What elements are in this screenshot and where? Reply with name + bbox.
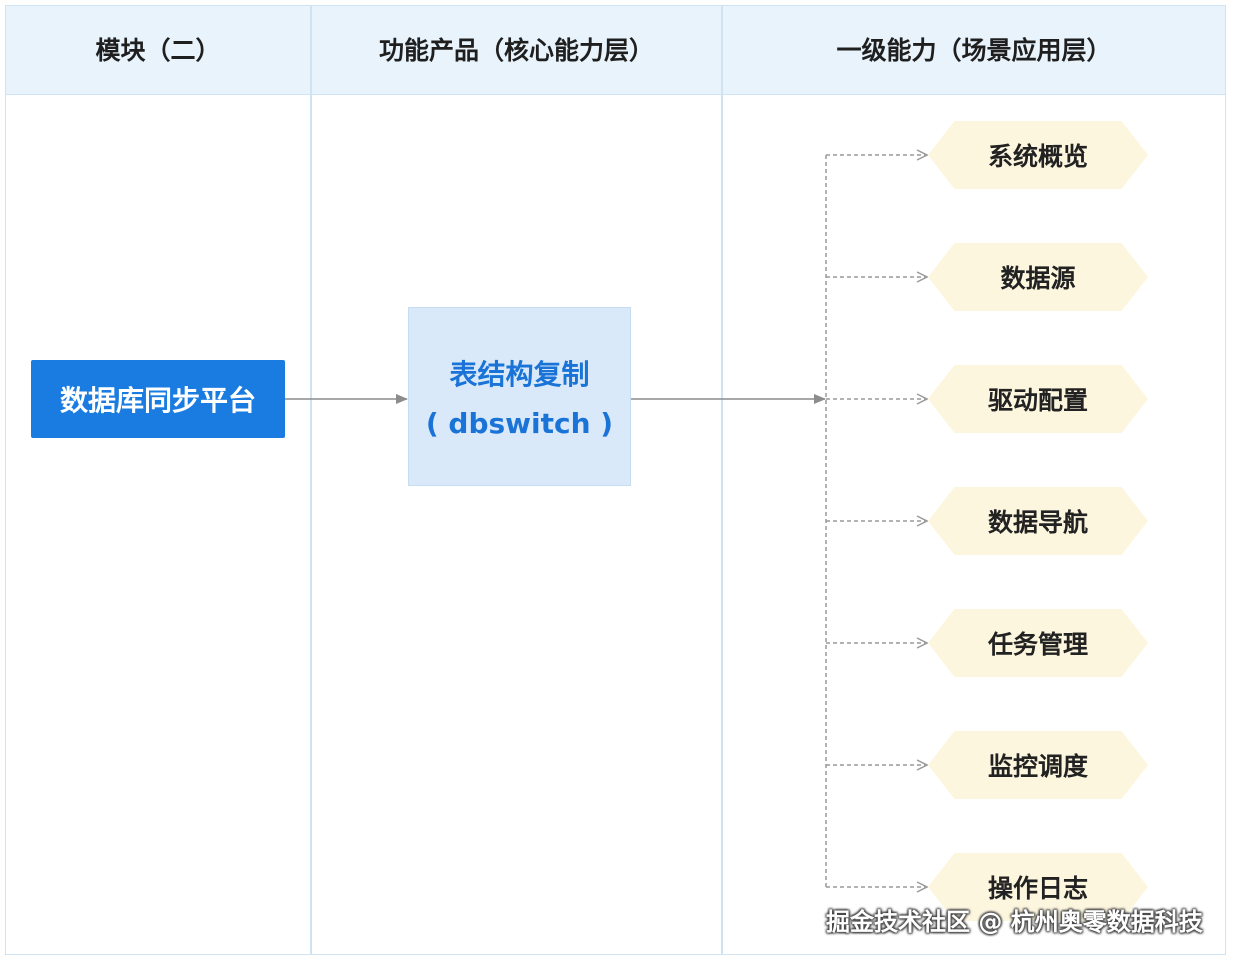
- header-capability: 一级能力（场景应用层）: [836, 36, 1112, 65]
- watermark: 掘金技术社区 @ 杭州奥零数据科技: [826, 908, 1203, 936]
- capability-node-1: 系统概览: [928, 121, 1148, 189]
- product-code: ( dbswitch ): [425, 407, 614, 440]
- capability-branches: [826, 155, 927, 887]
- capability-node-3: 驱动配置: [928, 365, 1148, 433]
- capability-node-4: 数据导航: [928, 487, 1148, 555]
- product-name: 表结构复制: [449, 358, 590, 391]
- diagram-frame: [5, 5, 1226, 955]
- capability-node-5: 任务管理: [928, 609, 1148, 677]
- header-product: 功能产品（核心能力层）: [378, 36, 654, 65]
- column-divider-2: [721, 6, 723, 954]
- header-row: [6, 6, 1225, 95]
- capability-node-7: 操作日志: [928, 853, 1148, 921]
- product-node: 表结构复制 ( dbswitch ): [408, 307, 631, 486]
- column-divider-1: [310, 6, 312, 954]
- capability-node-6: 监控调度: [928, 731, 1148, 799]
- module-node: 数据库同步平台: [31, 360, 285, 438]
- capability-node-2: 数据源: [928, 243, 1148, 311]
- header-module: 模块（二）: [95, 36, 221, 65]
